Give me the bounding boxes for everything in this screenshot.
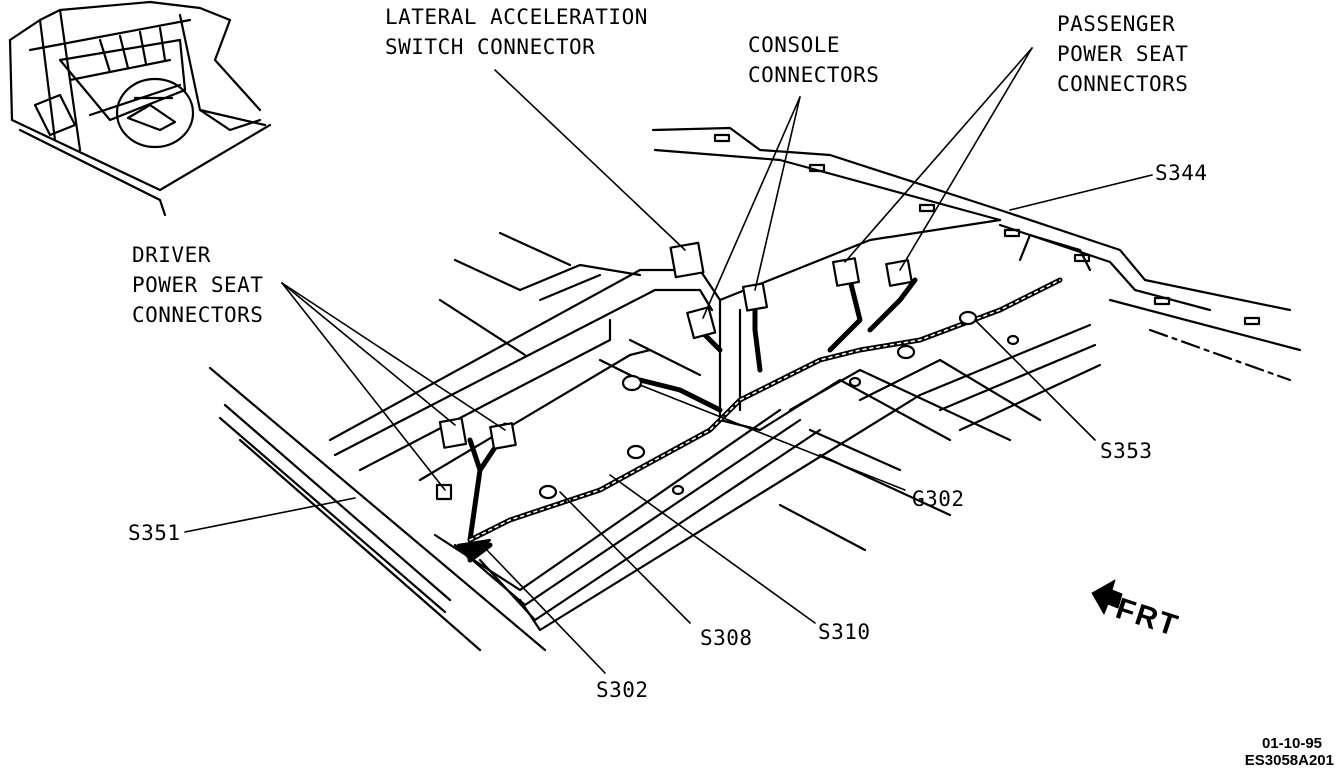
harness-grommet [456,538,492,562]
lateral-acceleration-switch-label: LATERAL ACCELERATION SWITCH CONNECTOR [385,5,648,59]
g302-label: G302 [912,487,965,511]
s353-label: S353 [1100,439,1153,463]
leader-lines [184,47,1153,674]
front-arrow-icon [1091,579,1123,615]
passenger-power-seat-label: PASSENGER POWER SEAT CONNECTORS [1057,12,1189,96]
s351-label: S351 [128,521,181,545]
vehicle-locator-inset [8,0,272,217]
date-stamp: 01-10-95 [1261,735,1322,752]
s344-label: S344 [1155,161,1208,185]
floor-pan [208,126,1302,652]
s310-label: S310 [818,620,871,644]
s302-label: S302 [596,678,649,702]
figure-code: ES3058A201 [1244,752,1334,769]
connectors [435,241,1020,501]
driver-power-seat-label: DRIVER POWER SEAT CONNECTORS [132,243,264,327]
s308-label: S308 [700,626,753,650]
console-connectors-label: CONSOLE CONNECTORS [748,33,880,87]
